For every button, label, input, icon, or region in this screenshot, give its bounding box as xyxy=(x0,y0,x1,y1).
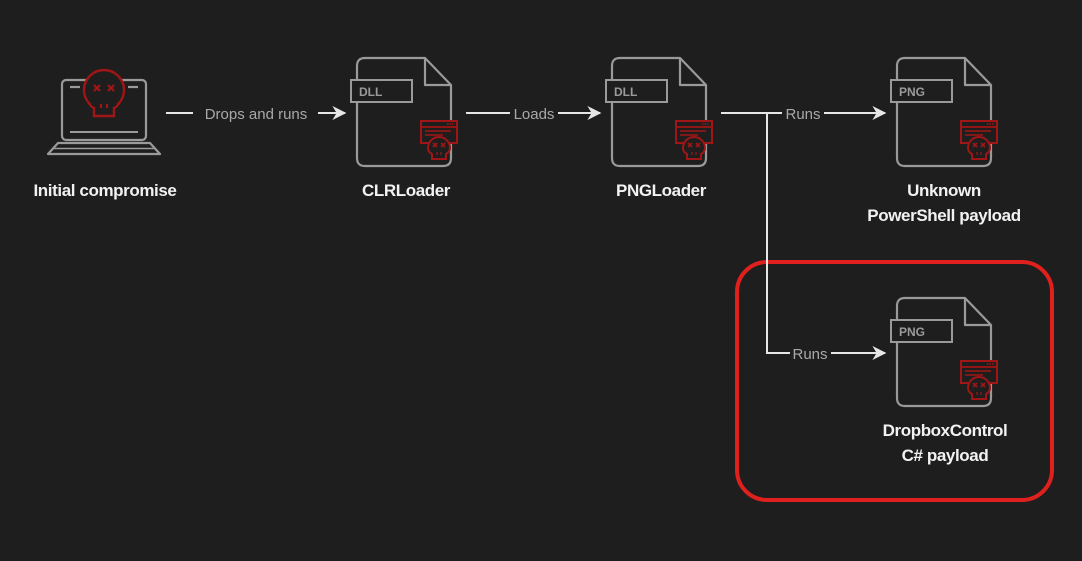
node-label-powershell-line1: Unknown xyxy=(907,181,981,200)
file-tag: DLL xyxy=(614,85,637,99)
node-clrloader: DLL CLRLoader xyxy=(350,56,458,200)
edge-label: Runs xyxy=(792,346,827,363)
file-tag: DLL xyxy=(359,85,382,99)
node-initial-compromise: Initial compromise xyxy=(33,68,177,200)
node-label-dropbox-line1: DropboxControl xyxy=(883,421,1008,440)
node-label-initial: Initial compromise xyxy=(33,181,176,200)
node-powershell-payload: PNG Unknown PowerShell payload xyxy=(867,56,1021,225)
highlight-box xyxy=(735,260,1054,502)
dll-file-icon: DLL xyxy=(350,56,458,168)
edge-label: Drops and runs xyxy=(205,106,308,123)
edge-runs-dropbox: Runs xyxy=(766,113,887,363)
node-label-clrloader: CLRLoader xyxy=(362,181,451,200)
edge-drops-and-runs: Drops and runs xyxy=(166,106,347,123)
node-label-dropbox-line2: C# payload xyxy=(902,446,989,465)
file-tag: PNG xyxy=(899,325,925,339)
png-file-icon: PNG xyxy=(890,56,998,168)
node-label-pngloader: PNGLoader xyxy=(616,181,707,200)
edge-label: Runs xyxy=(785,106,820,123)
node-pngloader: DLL PNGLoader xyxy=(605,56,713,200)
png-file-icon: PNG xyxy=(890,296,998,408)
node-label-powershell-line2: PowerShell payload xyxy=(867,206,1020,225)
edge-loads: Loads xyxy=(466,106,602,123)
file-tag: PNG xyxy=(899,85,925,99)
edge-runs-powershell: Runs xyxy=(721,106,887,123)
infected-laptop-icon xyxy=(46,68,162,156)
edge-label: Loads xyxy=(514,106,555,123)
node-dropboxcontrol-payload: PNG DropboxControl C# payload xyxy=(883,296,1008,465)
dll-file-icon: DLL xyxy=(605,56,713,168)
